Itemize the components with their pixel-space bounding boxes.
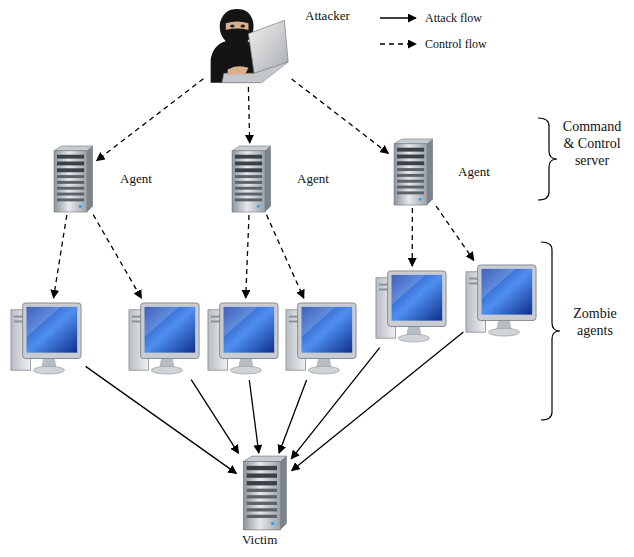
- node-icon: [10, 300, 84, 378]
- attacker-figure: Attacker: [205, 5, 290, 85]
- control-flow-arrow: [93, 215, 141, 299]
- legend-dashed-arrow: [380, 43, 416, 44]
- attack-flow-arrow: [191, 380, 238, 454]
- node-label: Attacker: [305, 8, 350, 24]
- control-flow-arrow: [97, 79, 204, 161]
- attack-flow-arrow: [249, 380, 258, 453]
- control-flow-arrow: [54, 215, 67, 298]
- node-icon: [128, 300, 202, 378]
- server-node: Agent: [50, 145, 95, 213]
- bracket-label: Command & Control server: [557, 118, 627, 169]
- control-flow-arrow: [246, 215, 249, 298]
- server-node: Agent: [228, 145, 273, 213]
- zombie-computer: [207, 300, 281, 378]
- server-node: Agent: [390, 138, 435, 206]
- control-flow-arrow: [436, 206, 474, 260]
- node-icon: [375, 268, 449, 346]
- node-label: Victim: [242, 532, 277, 548]
- node-icon: [465, 262, 539, 340]
- node-label: Agent: [458, 164, 490, 180]
- legend-text: Attack flow: [425, 11, 482, 26]
- bracket: [538, 118, 557, 200]
- attack-flow-arrow: [86, 366, 237, 473]
- node-icon: [50, 145, 95, 213]
- bracket: [541, 242, 560, 420]
- node-icon: [390, 138, 435, 206]
- control-flow-arrow: [267, 215, 304, 298]
- node-icon: [238, 455, 290, 531]
- legend-text: Control flow: [425, 37, 487, 52]
- node-label: Agent: [297, 171, 329, 187]
- zombie-computer: [465, 262, 539, 340]
- legend-solid-arrow: [380, 17, 416, 18]
- control-flow-arrow: [248, 87, 249, 143]
- node-icon: [228, 145, 273, 213]
- node-label: Agent: [120, 171, 152, 187]
- zombie-computer: [375, 268, 449, 346]
- zombie-computer: [10, 300, 84, 378]
- bracket-label: Zombie agents: [562, 305, 628, 339]
- server-node: Victim: [238, 455, 290, 531]
- control-flow-arrow: [292, 79, 389, 154]
- zombie-computer: [285, 300, 359, 378]
- zombie-computer: [128, 300, 202, 378]
- control-flow-arrow: [412, 208, 413, 266]
- attack-flow-arrow: [279, 380, 307, 453]
- node-icon: [205, 5, 290, 85]
- node-icon: [207, 300, 281, 378]
- node-icon: [285, 300, 359, 378]
